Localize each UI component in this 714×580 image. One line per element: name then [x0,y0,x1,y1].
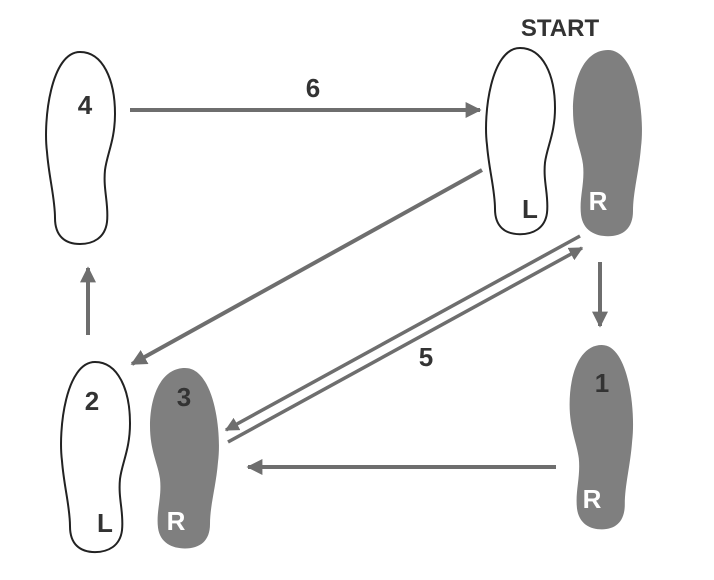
foot-side-label: R [583,484,602,514]
foot-step-4: 4 [45,51,116,245]
foot-side-label: L [97,508,113,538]
foot-side-label: R [167,506,186,536]
foot-start-left: L [485,47,556,236]
step-number-4: 4 [78,90,93,120]
arrow-to-step-2 [130,168,483,366]
arrow-label-5: 5 [419,342,433,372]
foot-step-2: 2 L [60,361,131,554]
foot-side-label: L [522,194,538,224]
foot-start-right [573,50,642,237]
arrow-step-5-to-3 [224,234,581,432]
start-label: START [521,15,600,42]
foot-side-label: R [589,186,608,216]
step-number-3: 3 [177,382,191,412]
arrow-step-5-to-start [227,246,584,444]
step-number-1: 1 [595,368,609,398]
arrow-label-6: 6 [306,73,320,103]
step-number-2: 2 [85,386,99,416]
